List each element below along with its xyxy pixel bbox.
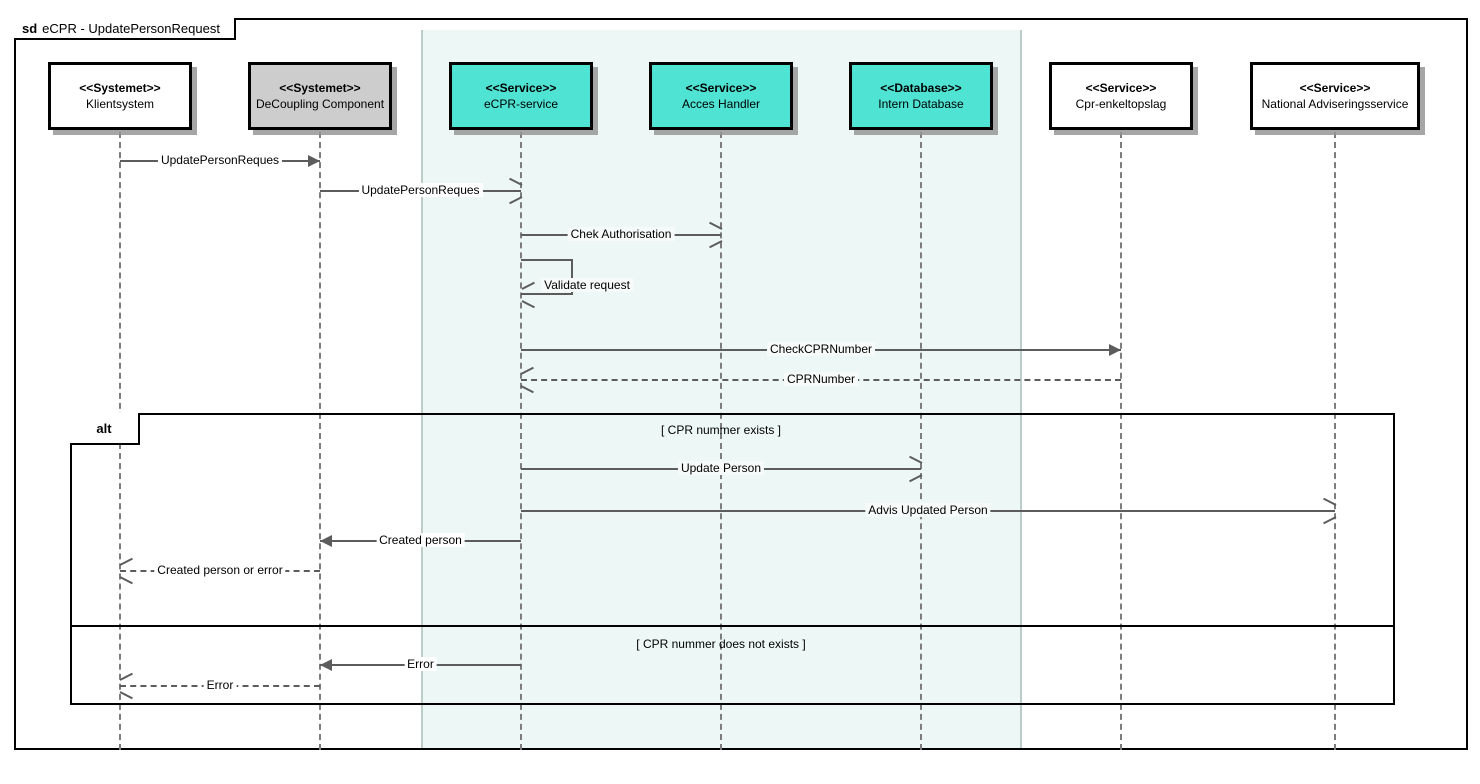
arrowhead-filled-left (320, 659, 332, 671)
message-label-advis-updated-person: Advis Updated Person (865, 503, 991, 517)
alt-operator-label: alt (70, 413, 140, 445)
lifeline-intern-database (920, 132, 922, 750)
arrowhead-open-right (708, 228, 721, 242)
lifeline-acces-handler (720, 132, 722, 750)
message-label-update-person: Update Person (677, 461, 765, 475)
message-label-created-person-or-error: Created person or error (154, 563, 286, 577)
message-label-checkcprnumber: CheckCPRNumber (766, 342, 876, 356)
participant-name: Cpr-enkeltopslag (1075, 97, 1167, 111)
diagram-title: eCPR - UpdatePersonRequest (42, 20, 220, 36)
lifeline-cpr-enkeltopslag (1120, 132, 1122, 750)
arrowhead-open-right (908, 462, 921, 476)
arrowhead-open-left (522, 288, 535, 302)
participant-cpr-enkeltopslag[interactable]: <<Service>> Cpr-enkeltopslag (1049, 62, 1193, 130)
participant-stereotype: <<Systemet>> (279, 80, 361, 95)
participant-name: Acces Handler (681, 97, 761, 111)
participant-acces-handler[interactable]: <<Service>> Acces Handler (649, 62, 793, 130)
participant-name: DeCoupling Component (255, 97, 385, 111)
message-label-updatepersonreques: UpdatePersonReques (358, 183, 483, 197)
participant-klientsystem[interactable]: <<Systemet>> Klientsystem (48, 62, 192, 130)
participant-stereotype: <<Service>> (1085, 80, 1157, 95)
message-label-updatepersonreques: UpdatePersonReques (157, 153, 283, 167)
alt-operand-divider (70, 625, 1395, 627)
arrowhead-filled-right (1109, 344, 1121, 356)
message-label-error: Error (404, 657, 437, 671)
self-message-validate-request (521, 259, 573, 295)
participant-national-adviseringsservice[interactable]: <<Service>> National Adviseringsservice (1250, 62, 1420, 130)
arrowhead-filled-right (308, 155, 320, 167)
message-label-error: Error (203, 678, 237, 692)
alt-fragment-border (70, 413, 1395, 705)
arrowhead-open-right (508, 184, 521, 198)
lifeline-national-adviseringsservice (1334, 132, 1336, 750)
alt-guard-condition: [ CPR nummer exists ] (660, 423, 782, 437)
sd-keyword: sd (22, 20, 38, 36)
participant-intern-database[interactable]: <<Database>> Intern Database (849, 62, 993, 130)
participant-name: National Adviseringsservice (1261, 97, 1409, 111)
participant-stereotype: <<Service>> (1299, 80, 1371, 95)
participant-name: Klientsystem (85, 97, 155, 111)
lifeline-decoupling-component (319, 132, 321, 750)
arrowhead-open-right (1322, 504, 1335, 518)
participant-stereotype: <<Service>> (685, 80, 757, 95)
arrowhead-open-left (120, 679, 133, 693)
participant-stereotype: <<Service>> (485, 80, 557, 95)
participant-stereotype: <<Systemet>> (79, 80, 161, 95)
arrowhead-open-left (521, 373, 534, 387)
message-label-created-person: Created person (376, 533, 465, 547)
alt-guard-condition: [ CPR nummer does not exists ] (636, 637, 806, 651)
arrowhead-filled-left (320, 535, 332, 547)
message-label-validate-request: Validate request (541, 278, 633, 292)
lifeline-ecpr-service (520, 132, 522, 750)
participant-decoupling-component[interactable]: <<Systemet>> DeCoupling Component (248, 62, 392, 130)
participant-stereotype: <<Database>> (880, 80, 962, 95)
arrowhead-open-left (120, 564, 133, 578)
message-label-chek-authorisation: Chek Authorisation (567, 227, 675, 241)
sd-frame-border (14, 18, 1468, 750)
sd-frame-title-tab: sd eCPR - UpdatePersonRequest (14, 18, 236, 40)
participant-ecpr-service[interactable]: <<Service>> eCPR-service (449, 62, 593, 130)
participant-name: Intern Database (878, 97, 964, 111)
participant-name: eCPR-service (483, 97, 558, 111)
message-label-cprnumber: CPRNumber (783, 372, 859, 386)
